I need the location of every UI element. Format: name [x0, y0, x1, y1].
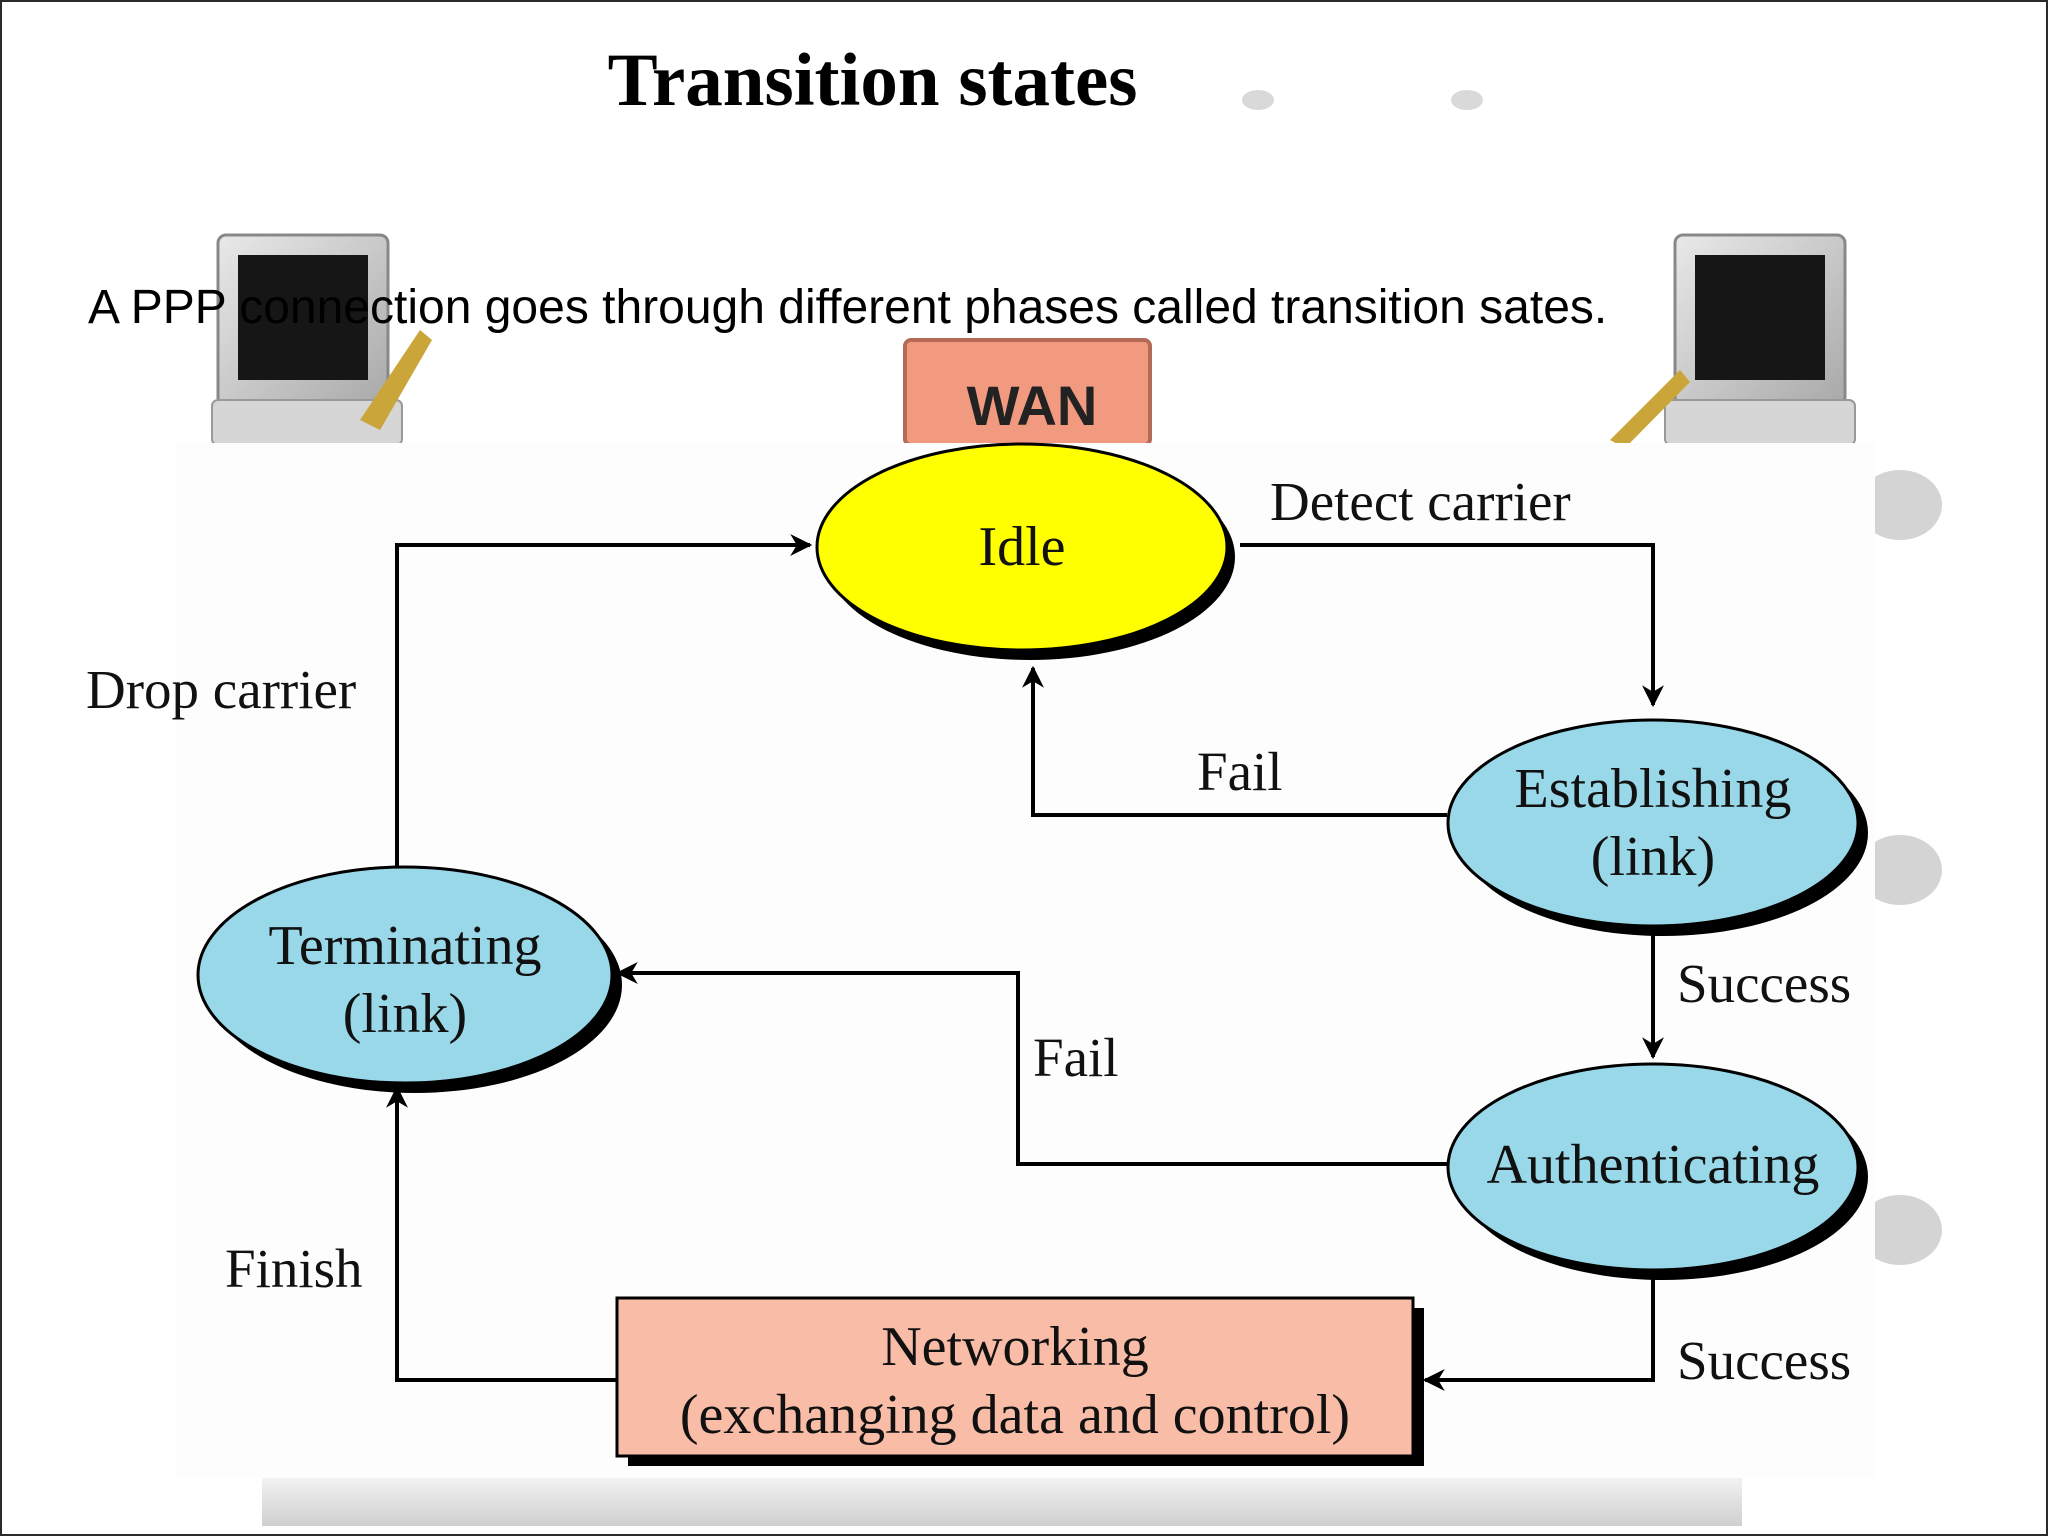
background-buttons: [1858, 470, 1942, 1265]
idle-label: Idle: [978, 516, 1066, 578]
background-bottom-strip: [262, 1478, 1742, 1526]
wan-box-icon: WAN: [903, 338, 1152, 447]
computer-left-icon: [211, 233, 432, 446]
wan-label: WAN: [967, 374, 1098, 437]
detect-carrier-label: Detect carrier: [1270, 471, 1571, 532]
slide-title: Transition states: [607, 39, 1138, 122]
node-establishing: [1446, 718, 1868, 936]
node-terminating: [196, 865, 622, 1093]
establishing-line1: Establishing: [1514, 758, 1792, 820]
networking-label: Networking (exchanging data and control): [617, 1313, 1413, 1449]
establishing-label: Establishing (link): [1453, 755, 1853, 891]
terminating-line1: Terminating: [268, 915, 542, 977]
background-dots: [1242, 90, 1483, 110]
node-networking: [615, 1296, 1424, 1466]
terminating-label: Terminating (link): [205, 912, 605, 1048]
finish-label: Finish: [225, 1238, 363, 1299]
edge-fail-authenticating: [615, 962, 1447, 1166]
node-authenticating: [1446, 1062, 1868, 1280]
authenticating-label: Authenticating: [1486, 1134, 1820, 1196]
slide-subtitle: A PPP connection goes through different …: [88, 281, 1608, 334]
node-idle: [815, 442, 1235, 660]
edge-detect-carrier: [1240, 543, 1664, 708]
edge-success-authenticating: [1422, 1279, 1655, 1391]
networking-line1: Networking: [881, 1316, 1149, 1378]
success-authenticating-label: Success: [1677, 1330, 1852, 1391]
establishing-line2: (link): [1590, 826, 1716, 888]
networking-line2: (exchanging data and control): [679, 1384, 1351, 1446]
edge-finish: [386, 1085, 617, 1382]
terminating-line2: (link): [342, 983, 468, 1045]
fail-authenticating-label: Fail: [1033, 1027, 1119, 1088]
fail-establishing-label: Fail: [1197, 741, 1283, 802]
success-establishing-label: Success: [1677, 953, 1852, 1014]
computer-right-icon: [1610, 233, 1856, 448]
drop-carrier-label: Drop carrier: [86, 659, 357, 720]
edge-fail-establishing: [1022, 665, 1447, 817]
edge-drop-carrier: [395, 534, 813, 873]
